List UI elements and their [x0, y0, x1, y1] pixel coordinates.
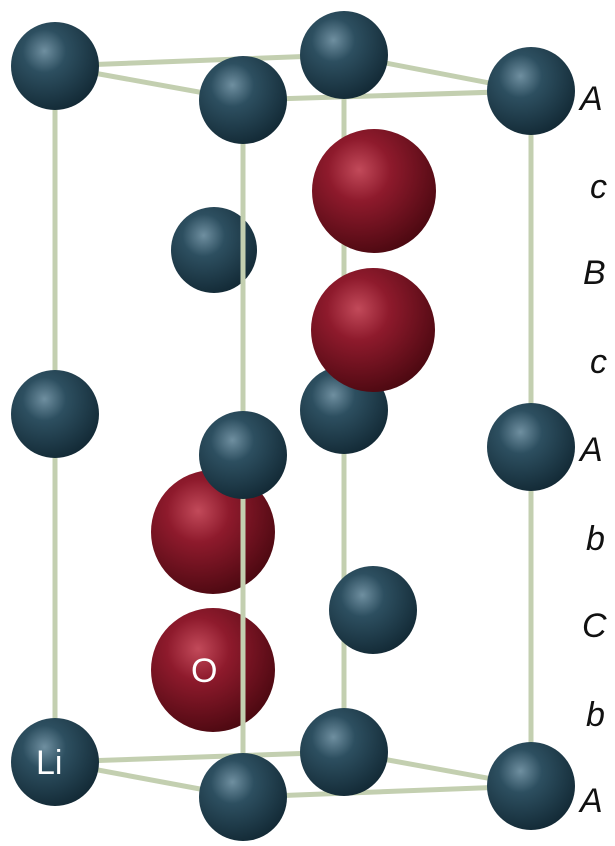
edge-top-front [242, 88, 532, 103]
li-atom [199, 753, 287, 841]
li-atom [199, 411, 287, 499]
li-atom [11, 718, 99, 806]
li-atom [11, 22, 99, 110]
li-atom [171, 207, 257, 293]
li-atom [300, 11, 388, 99]
layer-label: A [578, 431, 603, 469]
li-atom [487, 742, 575, 830]
o-atom [311, 268, 435, 392]
layer-label: C [582, 607, 607, 645]
o-atom [312, 129, 436, 253]
li-atom [487, 403, 575, 491]
layer-label: b [586, 520, 605, 558]
o-atoms-front [151, 470, 275, 732]
stacking-sequence-labels: A c B c A b C b A [578, 80, 607, 820]
layer-label: c [590, 168, 607, 206]
layer-label: b [586, 696, 605, 734]
li-atom [300, 708, 388, 796]
edge-bottom-back [54, 749, 345, 765]
top-face-edges [54, 52, 532, 103]
bottom-face-edges [54, 749, 532, 800]
o-atom-label: O [191, 652, 217, 690]
li-atom [199, 56, 287, 144]
front-cell-edges [52, 66, 534, 786]
li-atom [487, 47, 575, 135]
edge-top-back [54, 52, 345, 69]
layer-label: B [583, 254, 606, 292]
li-atom-label: Li [36, 744, 62, 782]
li-atom [329, 566, 417, 654]
li-atom [11, 370, 99, 458]
layer-label: c [590, 343, 607, 381]
o-atoms-back [311, 129, 436, 392]
layer-label: A [578, 80, 603, 118]
layer-label: A [578, 782, 603, 820]
edge-bottom-front [242, 783, 532, 800]
front-li-atoms [11, 22, 575, 841]
